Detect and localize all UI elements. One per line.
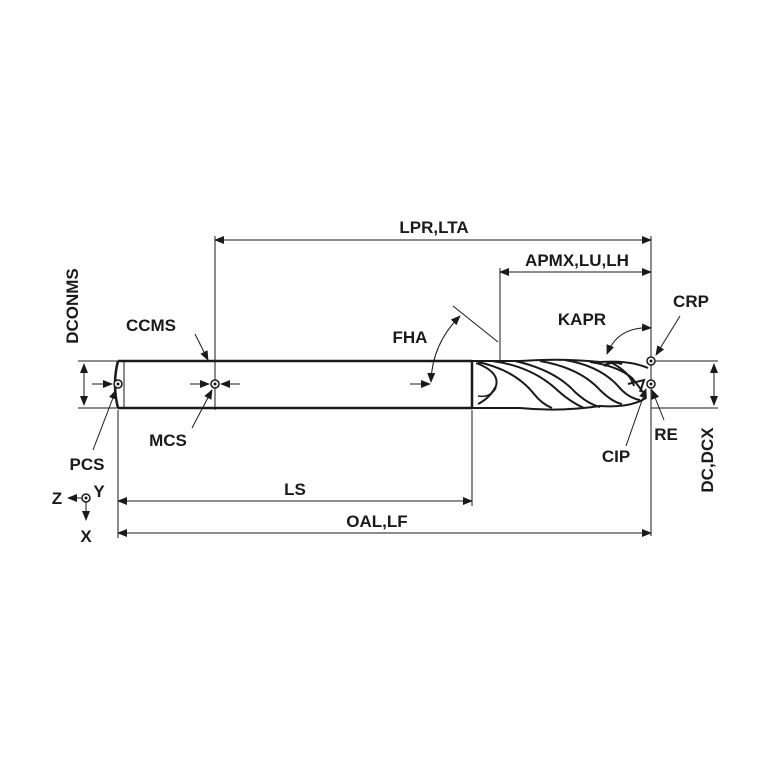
axis-x-label: X xyxy=(80,527,92,546)
kapr-label: KAPR xyxy=(558,310,606,329)
cip-label: CIP xyxy=(602,447,630,466)
dconms-label: DCONMS xyxy=(63,268,82,344)
dimension-lines xyxy=(78,236,718,538)
oal-lf-label: OAL,LF xyxy=(346,512,407,531)
ccms-label: CCMS xyxy=(126,316,176,335)
re-label: RE xyxy=(654,425,678,444)
crp-label: CRP xyxy=(673,292,709,311)
tool-flutes xyxy=(472,358,649,411)
axis-y-label: Y xyxy=(93,482,105,501)
axis-symbol xyxy=(67,493,91,521)
axis-z-label: Z xyxy=(52,489,62,508)
mcs-label: MCS xyxy=(149,431,187,450)
ls-label: LS xyxy=(284,480,306,499)
lpr-lta-label: LPR,LTA xyxy=(399,218,468,237)
fha-label: FHA xyxy=(393,328,428,347)
pcs-label: PCS xyxy=(70,455,105,474)
coordinate-points xyxy=(113,356,656,389)
tool-shank xyxy=(113,359,474,410)
apmx-lu-lh-label: APMX,LU,LH xyxy=(525,251,629,270)
dc-dcx-label: DC,DCX xyxy=(698,427,717,493)
